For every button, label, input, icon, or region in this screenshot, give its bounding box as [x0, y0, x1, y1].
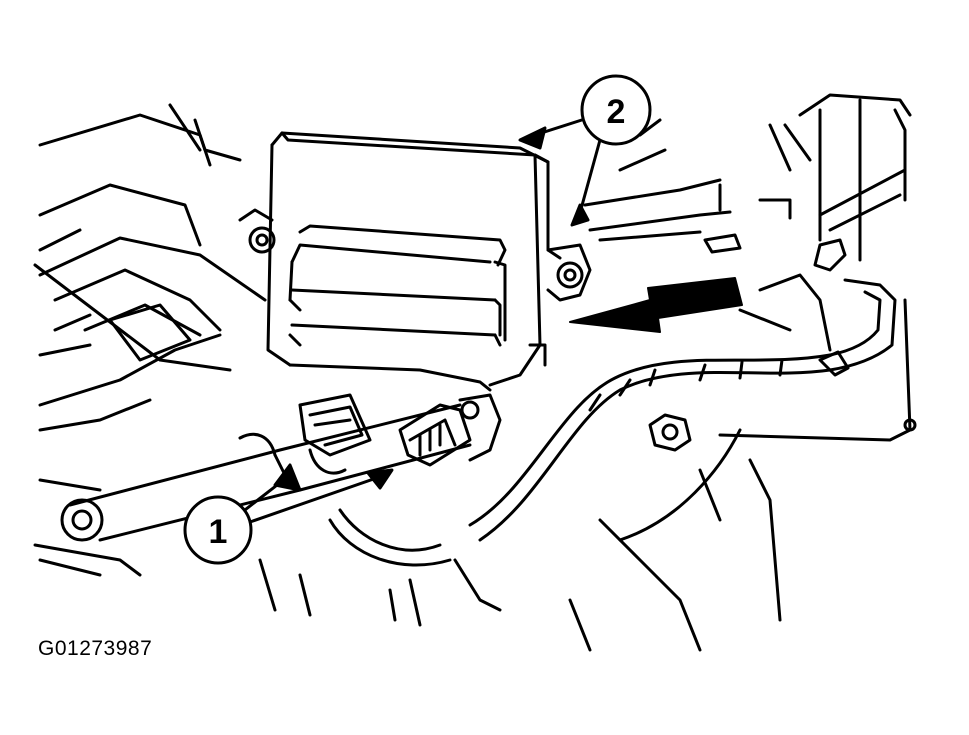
callout-1-leaders: [230, 463, 394, 524]
callout-2-number: 2: [607, 93, 626, 131]
callout-1: 1: [183, 495, 253, 565]
figure-id: G01273987: [38, 637, 153, 660]
harness-connectors: [298, 393, 502, 475]
lower-body: [258, 428, 782, 652]
callout-2-leaders: [518, 116, 602, 227]
body-structure: [583, 93, 917, 442]
wiring-harness: [328, 238, 897, 567]
heater-housing: [33, 103, 267, 432]
direction-arrow: [569, 277, 743, 333]
mounting-bolt: [648, 413, 692, 452]
callout-2: 2: [580, 74, 652, 146]
callout-1-number: 1: [209, 513, 228, 551]
ecm-module: [238, 131, 592, 392]
